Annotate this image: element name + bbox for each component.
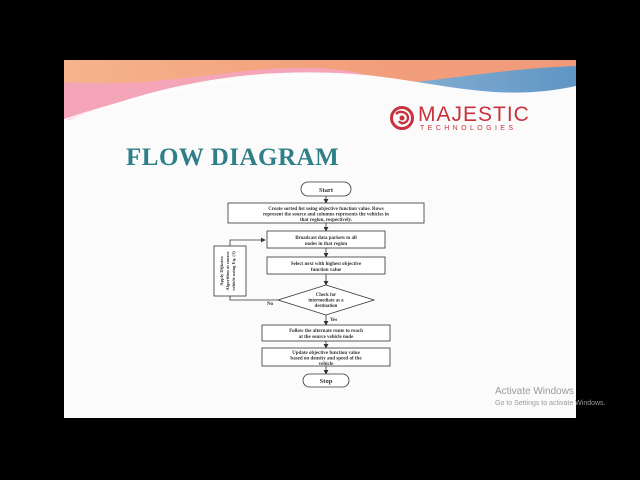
watermark-title: Activate Windows [495,386,574,397]
step-text: vehicle [319,362,334,367]
banner-orange-wave [64,60,576,94]
step-text: Broadcast data packets to all [295,236,357,241]
step-update-objective: Update objective function value based on… [261,347,391,367]
start-label: Start [319,187,334,194]
step-text: Create sorted list using objective funct… [268,207,384,212]
step-text: that region, respectively. [300,218,353,223]
stop-terminal: Stop [302,373,350,388]
side-box-text: Apply Dijkstra [219,256,224,286]
stop-label: Stop [320,378,333,385]
banner-highlight-line [64,74,365,121]
step-text: function value [311,268,342,273]
step-text: Follow the alternate route to reach [289,329,363,334]
step-text: Update objective function value [292,351,360,356]
slide: MAJESTIC TECHNOLOGIES FLOW DIAGRAM [64,60,576,418]
step-text: based on density and speed of the [290,357,362,362]
decision-check-intermediate: Check for intermediate as a destination [276,284,376,316]
step-text: represent the source and columns represe… [263,213,389,218]
slide-title: FLOW DIAGRAM [126,144,340,171]
no-label: No [267,302,274,307]
logo-name: MAJESTIC [418,103,530,126]
decision-text: Check for [316,293,337,298]
logo-subtitle: TECHNOLOGIES [420,125,517,132]
step-create-sorted-list: Create sorted list using objective funct… [227,202,425,224]
step-select-next: Select next with highest objective funct… [266,256,386,275]
majestic-swirl-icon [390,106,414,130]
step-text: Select next with highest objective [291,262,362,267]
start-terminal: Start [300,181,352,197]
step-text: at the source vehicle node [299,335,354,340]
side-box-text: Algorithm at source [225,251,230,290]
step-follow-alternate-route: Follow the alternate route to reach at t… [261,324,391,342]
majestic-logo: MAJESTIC TECHNOLOGIES [390,104,570,134]
decision-text: intermediate as a [308,299,344,304]
activate-windows-watermark: Activate Windows Go to Settings to activ… [495,386,606,408]
side-box-text: vehicle using Eq. (1) [231,251,236,291]
slide-banner [64,60,576,130]
step-text: nodes in that region [305,242,347,247]
yes-label: Yes [330,318,337,323]
flowchart: Start Create sorted list using objective… [213,181,425,388]
side-box-dijkstra: Apply Dijkstra Algorithm at source vehic… [213,245,247,297]
watermark-subtitle: Go to Settings to activate Windows. [495,400,606,407]
decision-text: destination [315,304,338,309]
step-broadcast-packets: Broadcast data packets to all nodes in t… [266,230,386,249]
